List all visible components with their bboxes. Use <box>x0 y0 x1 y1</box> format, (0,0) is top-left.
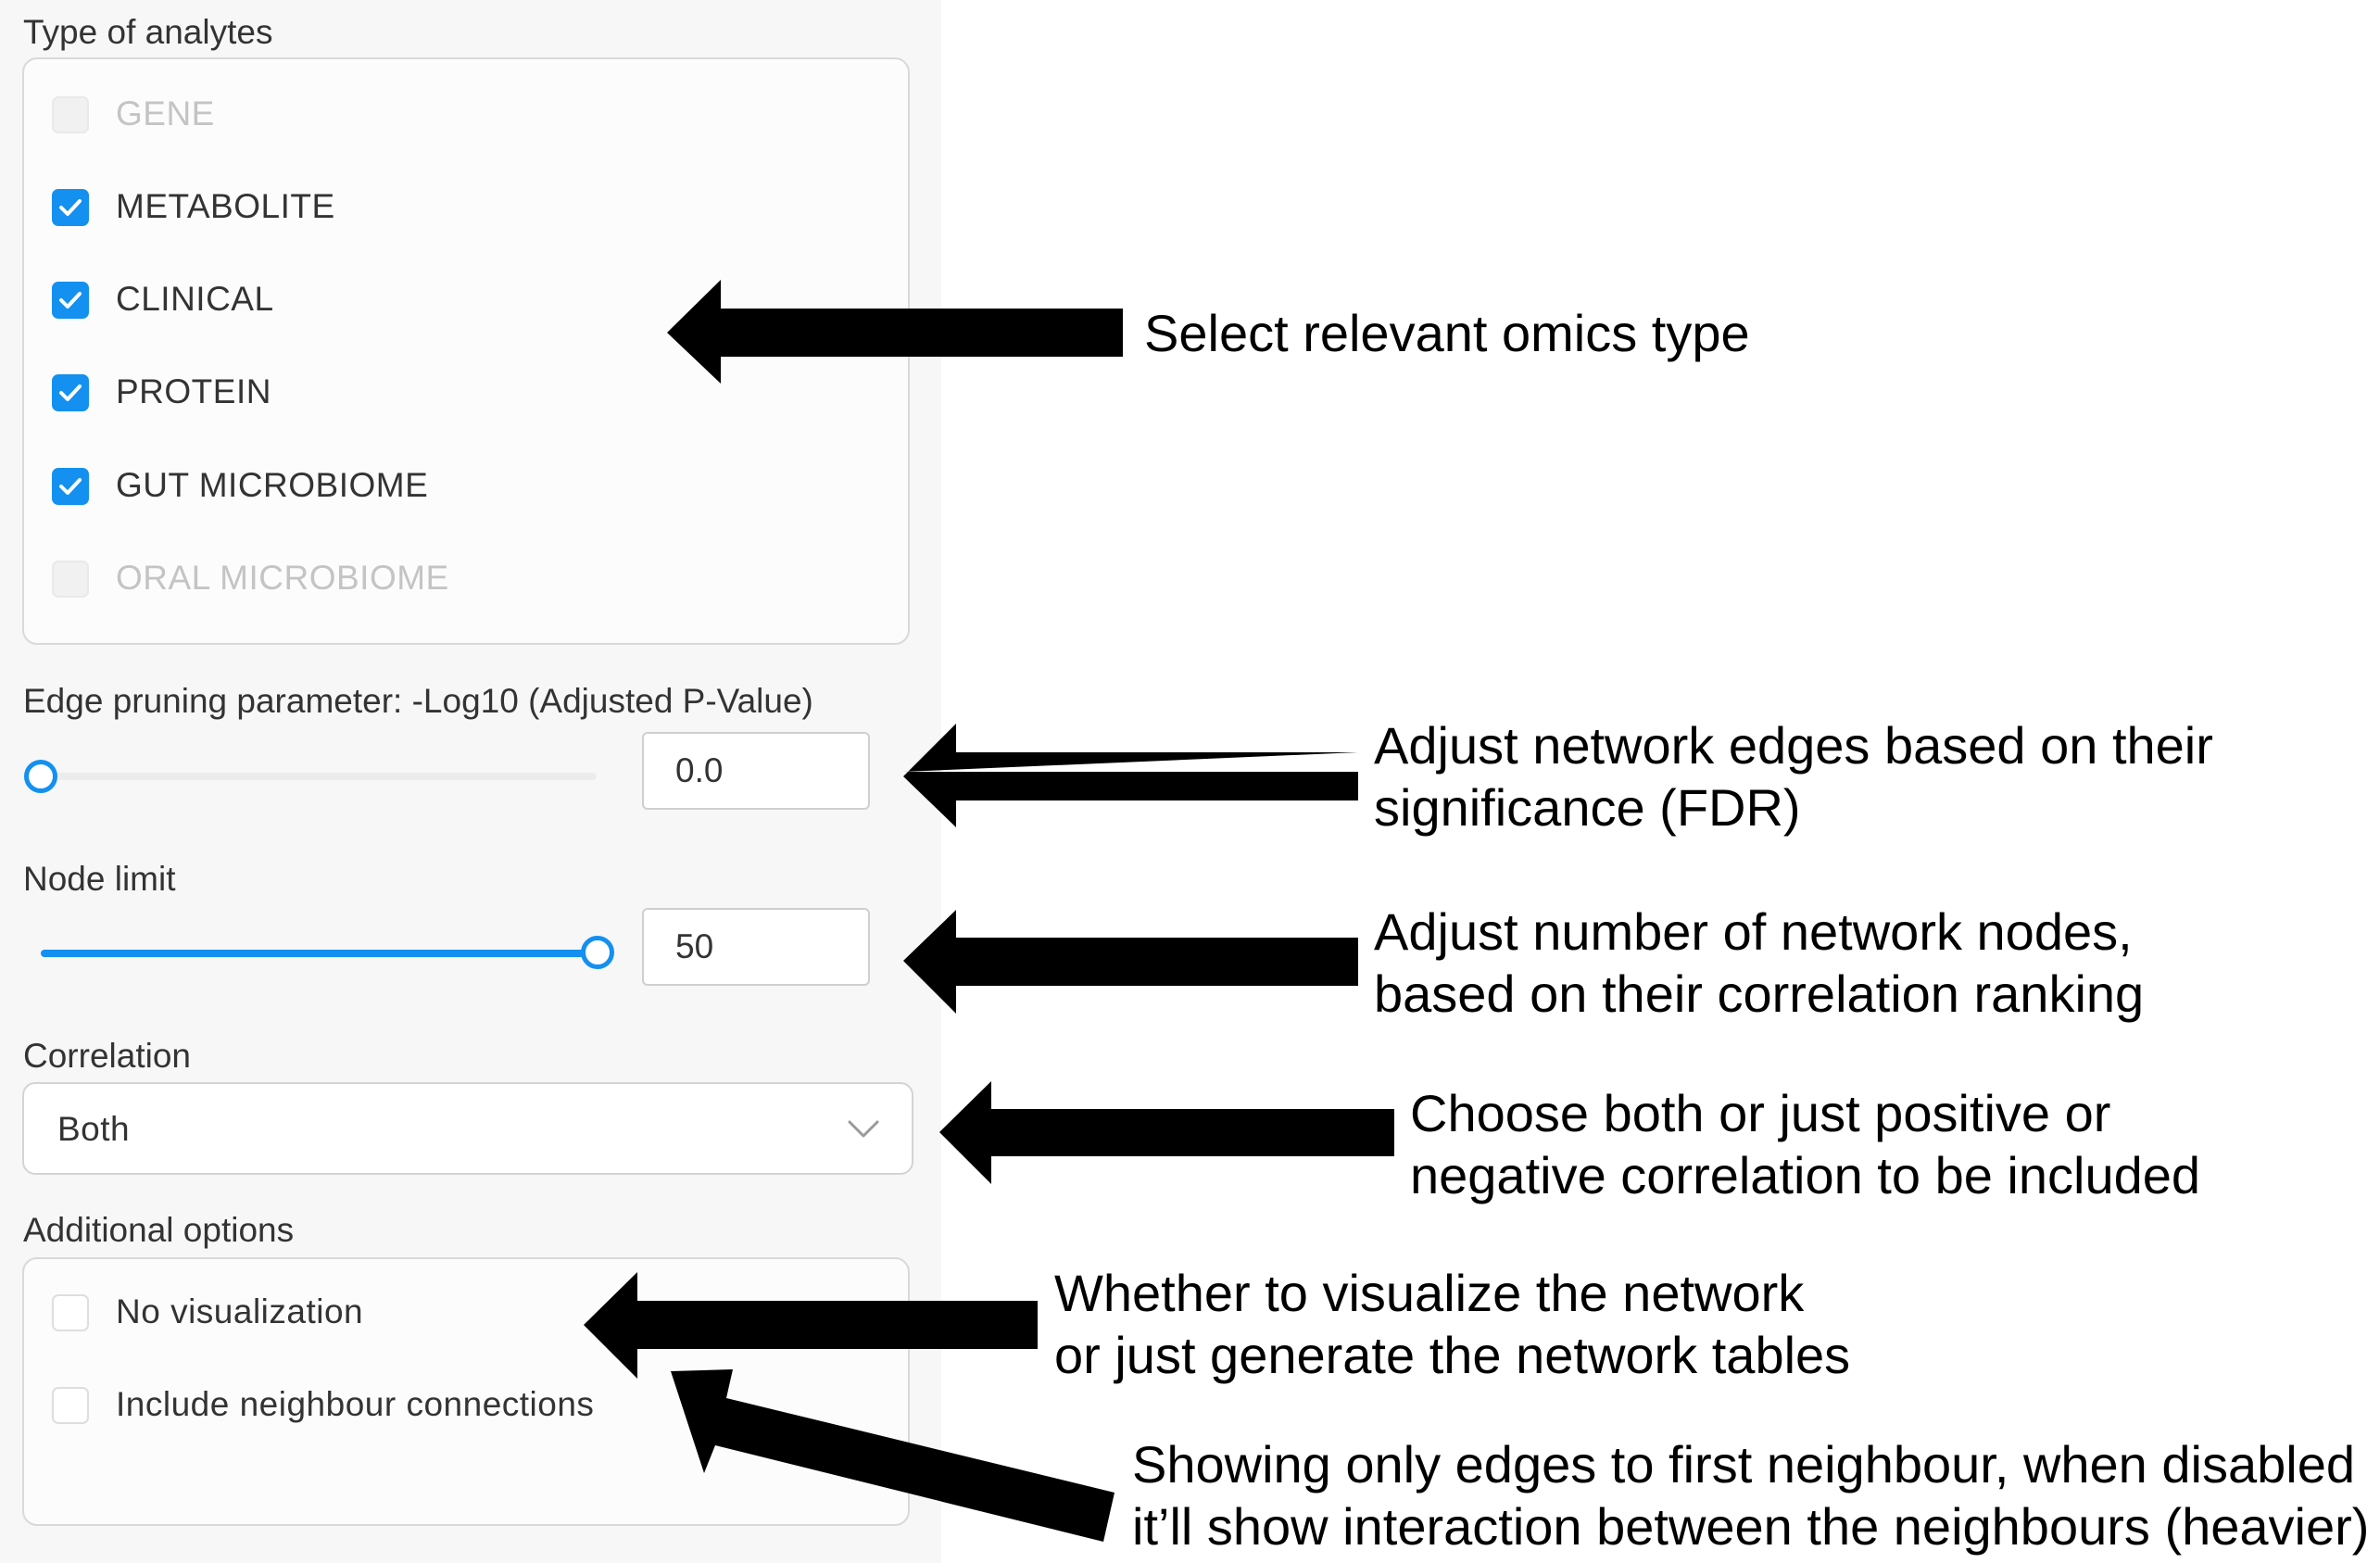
checkmark-icon <box>59 478 82 495</box>
note-nodes-line2: based on their correlation ranking <box>1374 964 2145 1023</box>
protein-label[interactable]: PROTEIN <box>116 372 271 410</box>
node-limit-slider-track[interactable] <box>41 950 597 957</box>
node-limit-input[interactable] <box>642 908 870 986</box>
gut-microbiome-checkbox[interactable] <box>52 468 89 505</box>
additional-options-label: Additional options <box>23 1211 295 1249</box>
correlation-label: Correlation <box>23 1037 191 1075</box>
checkmark-icon <box>59 292 82 309</box>
edge-pruning-value[interactable] <box>644 734 861 808</box>
note-edges-line2: significance (FDR) <box>1374 778 1801 837</box>
include-neighbour-label[interactable]: Include neighbour connections <box>116 1385 595 1423</box>
metabolite-label[interactable]: METABOLITE <box>116 187 335 225</box>
analytes-label: Type of analytes <box>23 13 273 51</box>
edge-pruning-slider-thumb[interactable] <box>24 760 57 793</box>
note-edges-line1: Adjust network edges based on their <box>1374 716 2213 775</box>
include-neighbour-checkbox[interactable] <box>52 1387 89 1424</box>
node-limit-label: Node limit <box>23 860 176 898</box>
note-visualization-line1: Whether to visualize the network <box>1054 1264 1805 1322</box>
arrow-nodes <box>903 910 1358 1014</box>
note-neighbour-line1: Showing only edges to first neighbour, w… <box>1132 1435 2355 1494</box>
arrow-omics <box>667 280 1123 384</box>
chevron-down-icon <box>848 1120 879 1138</box>
edge-pruning-label: Edge pruning parameter: -Log10 (Adjusted… <box>23 682 813 720</box>
clinical-checkbox[interactable] <box>52 282 89 319</box>
node-limit-slider-thumb[interactable] <box>581 936 614 969</box>
arrow-neighbour <box>671 1369 1114 1542</box>
oral-microbiome-label[interactable]: ORAL MICROBIOME <box>116 559 449 597</box>
clinical-label[interactable]: CLINICAL <box>116 280 274 318</box>
checkmark-icon <box>59 384 82 401</box>
gene-label[interactable]: GENE <box>116 95 215 132</box>
gut-microbiome-label[interactable]: GUT MICROBIOME <box>116 466 429 504</box>
arrow-correlation <box>939 1081 1394 1184</box>
no-visualization-checkbox[interactable] <box>52 1294 89 1331</box>
checkmark-icon <box>59 199 82 216</box>
protein-checkbox[interactable] <box>52 374 89 411</box>
edge-pruning-slider-track[interactable] <box>41 773 597 780</box>
note-correlation-line2: negative correlation to be included <box>1410 1146 2201 1204</box>
correlation-selected: Both <box>57 1110 131 1148</box>
correlation-select[interactable]: Both <box>22 1082 913 1175</box>
note-correlation-line1: Choose both or just positive or <box>1410 1084 2111 1142</box>
note-neighbour-line2: it’ll show interaction between the neigh… <box>1132 1497 2370 1556</box>
oral-microbiome-checkbox[interactable] <box>52 561 89 598</box>
gene-checkbox[interactable] <box>52 96 89 133</box>
metabolite-checkbox[interactable] <box>52 189 89 226</box>
no-visualization-label[interactable]: No visualization <box>116 1292 364 1330</box>
note-visualization-line2: or just generate the network tables <box>1054 1326 1851 1384</box>
arrow-visualization <box>584 1272 1038 1379</box>
note-omics: Select relevant omics type <box>1144 304 1750 362</box>
note-nodes-line1: Adjust number of network nodes, <box>1374 902 2133 961</box>
node-limit-value[interactable] <box>644 910 861 984</box>
arrow-edges <box>903 724 1358 827</box>
edge-pruning-input[interactable] <box>642 732 870 810</box>
